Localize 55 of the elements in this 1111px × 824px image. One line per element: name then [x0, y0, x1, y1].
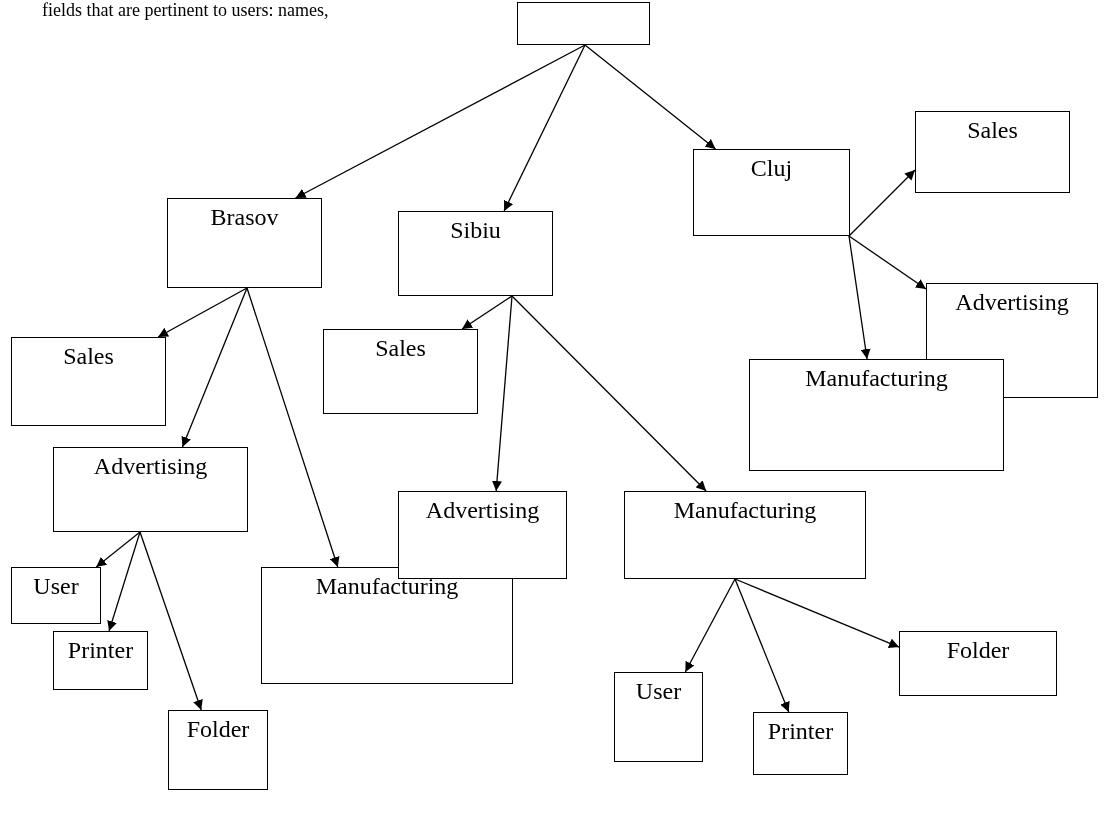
arrow	[246, 287, 340, 568]
org-box	[167, 198, 322, 288]
org-box	[624, 491, 866, 579]
box-label: Cluj	[750, 154, 793, 182]
arrow	[139, 531, 203, 711]
arrow	[734, 578, 900, 648]
org-box	[915, 111, 1070, 193]
arrow	[461, 295, 513, 330]
arrow	[107, 531, 141, 632]
arrow	[848, 235, 927, 290]
box-label: Brasov	[210, 203, 279, 231]
org-box	[398, 491, 567, 579]
arrow	[95, 531, 141, 568]
text-fragment: fields that are pertinent to users: names,	[42, 0, 329, 20]
box-label: User	[635, 677, 682, 705]
box-label: Sales	[375, 334, 426, 362]
org-box	[398, 211, 553, 296]
box-label: User	[33, 572, 79, 600]
arrow	[181, 287, 248, 448]
org-box	[53, 631, 148, 690]
box-label: Manufacturing	[315, 572, 459, 600]
org-box	[749, 359, 1004, 471]
box-label: Sibiu	[450, 216, 501, 244]
org-box	[753, 712, 848, 775]
arrow	[848, 235, 871, 360]
arrow	[503, 44, 586, 212]
box-label: Manufacturing	[805, 364, 948, 392]
box-label: Advertising	[93, 452, 208, 480]
arrow	[492, 295, 513, 492]
arrow	[294, 44, 586, 199]
org-box	[168, 710, 268, 790]
box-label: Printer	[67, 636, 134, 664]
org-box	[11, 337, 166, 426]
org-box	[261, 567, 513, 684]
box-label: Printer	[767, 717, 834, 745]
org-box	[693, 149, 850, 236]
box-label: Advertising	[955, 288, 1069, 316]
org-box	[11, 567, 101, 624]
arrow	[848, 169, 916, 237]
org-box	[323, 329, 478, 414]
org-box	[614, 672, 703, 762]
box-label: Sales	[967, 116, 1018, 144]
box-label: Sales	[63, 342, 114, 370]
arrow	[684, 578, 736, 673]
box-label: Manufacturing	[673, 496, 817, 524]
arrow	[511, 295, 707, 492]
box-label: Folder	[186, 715, 250, 743]
org-box	[517, 2, 650, 45]
box-label: Advertising	[425, 496, 540, 524]
box-label: Folder	[946, 636, 1010, 664]
org-box	[899, 631, 1057, 696]
arrow	[584, 44, 717, 150]
org-box	[53, 447, 248, 532]
arrow	[734, 578, 790, 713]
arrow	[157, 287, 248, 338]
